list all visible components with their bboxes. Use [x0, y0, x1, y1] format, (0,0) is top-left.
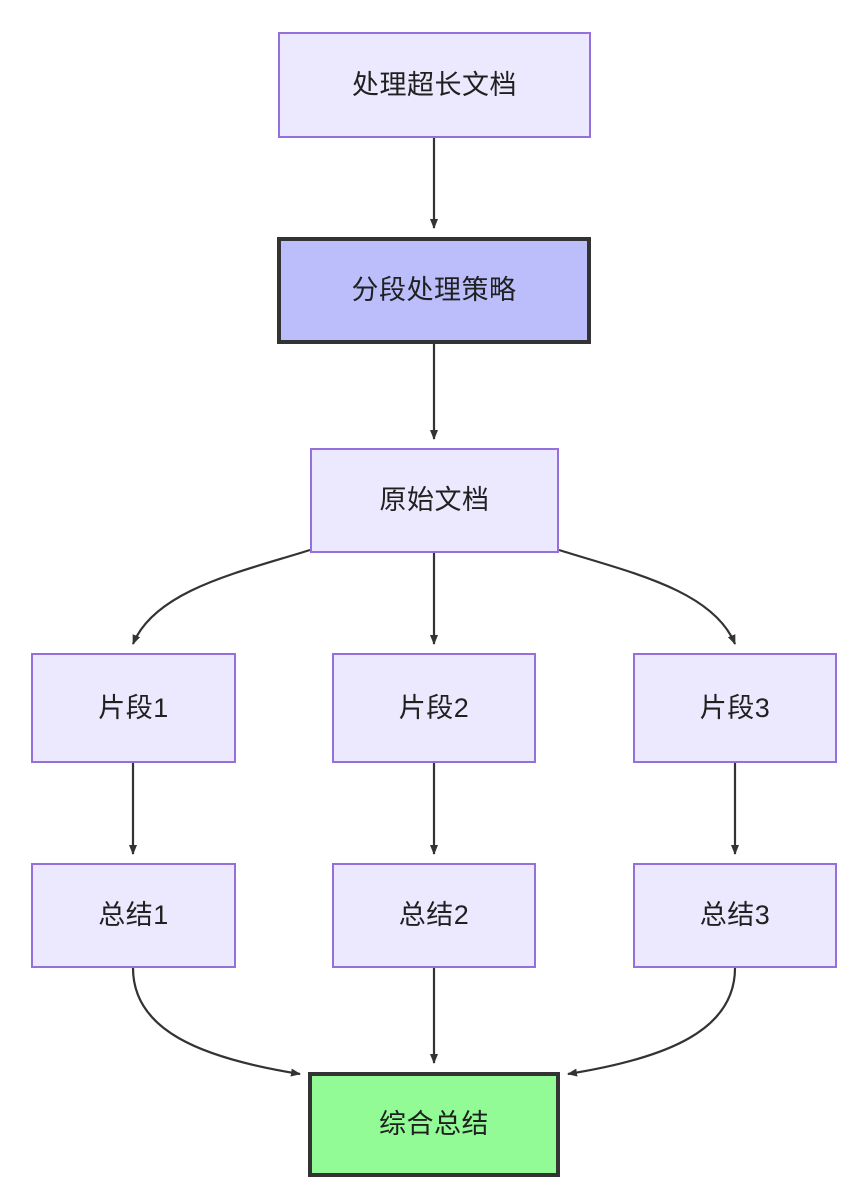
node-strategy[interactable]: 分段处理策略 [277, 237, 591, 344]
node-source-doc[interactable]: 原始文档 [310, 448, 559, 553]
edge-summary-1-to-final [131, 967, 301, 1077]
node-chunk-2[interactable]: 片段2 [332, 653, 536, 763]
node-final-summary-label: 综合总结 [379, 1109, 489, 1140]
node-summary-1[interactable]: 总结1 [31, 863, 236, 968]
node-chunk-3[interactable]: 片段3 [633, 653, 837, 763]
edge-source-doc-to-chunk-3 [558, 548, 737, 645]
node-long-doc-label: 处理超长文档 [352, 69, 517, 100]
node-chunk-2-label: 片段2 [398, 692, 470, 723]
node-final-summary[interactable]: 综合总结 [308, 1072, 560, 1177]
node-summary-2[interactable]: 总结2 [332, 863, 536, 968]
node-summary-1-label: 总结1 [98, 900, 169, 931]
node-source-doc-label: 原始文档 [379, 485, 490, 516]
node-chunk-1-label: 片段1 [98, 692, 169, 723]
node-chunk-3-label: 片段3 [699, 692, 771, 723]
edge-source-doc-to-chunk-1 [131, 548, 311, 645]
node-long-doc[interactable]: 处理超长文档 [278, 32, 591, 138]
node-summary-3-label: 总结3 [699, 900, 771, 931]
node-strategy-label: 分段处理策略 [351, 275, 517, 306]
node-chunk-1[interactable]: 片段1 [31, 653, 236, 763]
edge-summary-3-to-final [567, 967, 737, 1077]
node-summary-3[interactable]: 总结3 [633, 863, 837, 968]
node-summary-2-label: 总结2 [398, 900, 470, 931]
